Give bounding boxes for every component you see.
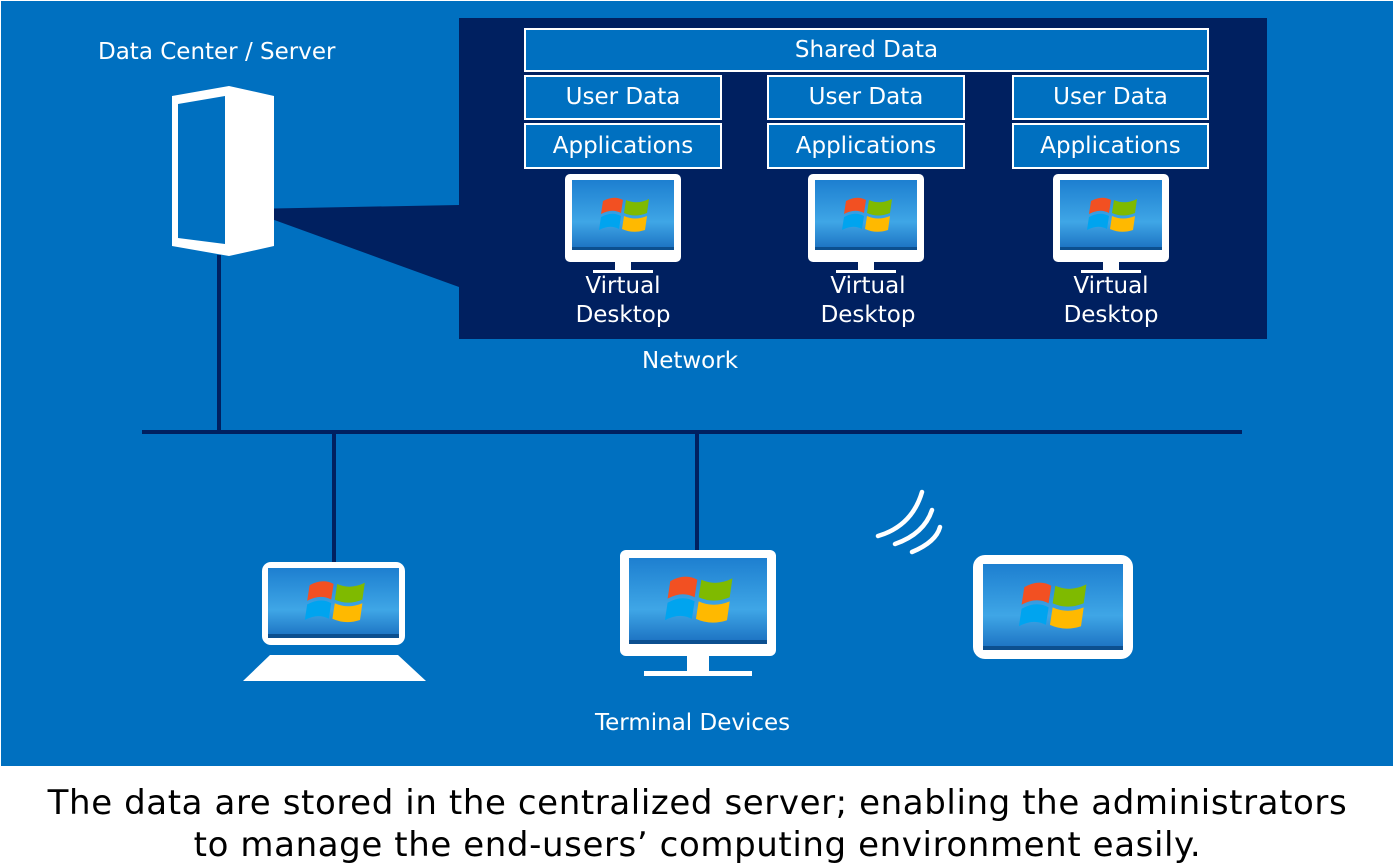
laptop-icon [243,562,426,681]
shared-data-box: Shared Data [524,28,1209,72]
monitor-icon [565,174,681,273]
user-data-box: User Data [767,75,965,120]
caption-line-2: to manage the end-users’ computing envir… [193,825,1202,865]
wireless-icon [875,489,943,555]
user-data-box: User Data [1012,75,1209,120]
tablet-icon [973,555,1133,659]
applications-box: Applications [524,123,722,169]
terminal-devices-label: Terminal Devices [595,710,791,736]
server-label: Data Center / Server [98,39,336,65]
monitor-icon [1053,174,1169,273]
network-label: Network [642,348,739,374]
callout-wedge [244,205,459,287]
monitor-icon [808,174,924,273]
caption-line-1: The data are stored in the centralized s… [47,783,1348,823]
user-data-box: User Data [524,75,722,120]
applications-box: Applications [767,123,965,169]
caption: The data are stored in the centralized s… [0,782,1395,866]
applications-box: Applications [1012,123,1209,169]
server-icon [172,86,274,256]
monitor-icon [620,550,776,676]
